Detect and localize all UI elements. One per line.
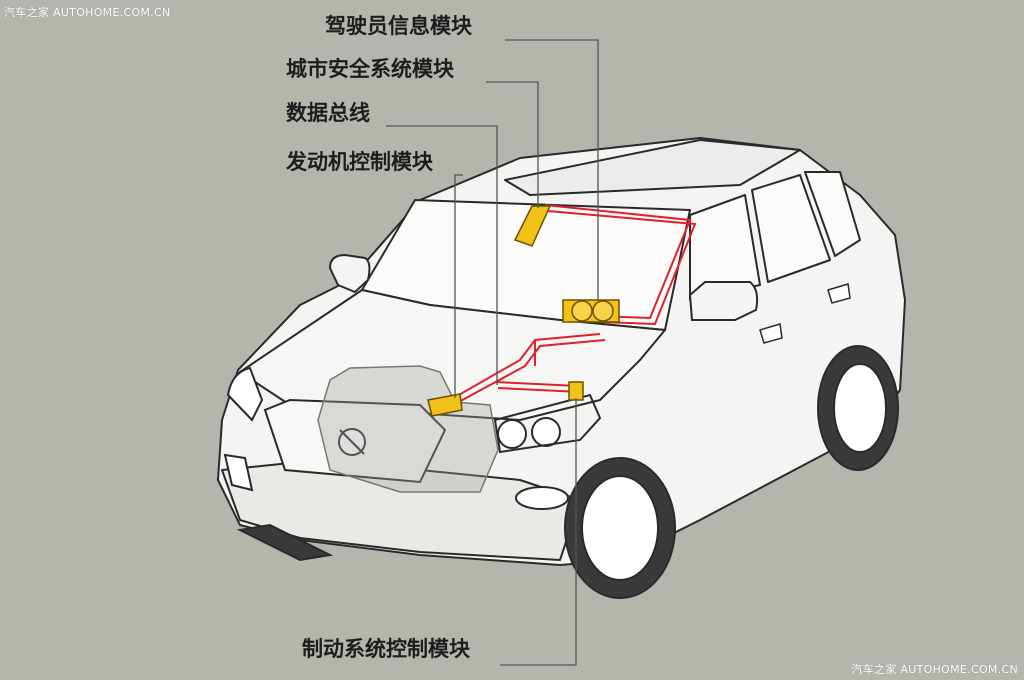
data-bus-wiring xyxy=(449,204,697,405)
engine-block xyxy=(317,365,499,493)
leader-brake-control xyxy=(500,398,577,666)
modules xyxy=(427,205,620,417)
watermark-top-en: AUTOHOME.COM.CN xyxy=(53,6,171,19)
engine-control-module-box xyxy=(427,393,463,417)
watermark-top-cn: 汽车之家 xyxy=(4,6,50,19)
mirrors xyxy=(328,253,759,321)
watermark-bottom-en: AUTOHOME.COM.CN xyxy=(900,663,1018,676)
driver-info-module-box xyxy=(562,299,620,323)
label-brake-control-module: 制动系统控制模块 xyxy=(302,637,470,661)
watermark-top: 汽车之家 AUTOHOME.COM.CN xyxy=(4,4,171,20)
label-city-safety-module: 城市安全系统模块 xyxy=(286,57,454,81)
leader-driver-info xyxy=(505,39,599,300)
city-safety-module-box xyxy=(513,205,552,247)
label-data-bus: 数据总线 xyxy=(286,101,370,125)
wheels xyxy=(236,345,899,599)
watermark-bottom-cn: 汽车之家 xyxy=(851,663,897,676)
front-details xyxy=(223,366,602,510)
label-driver-info-module: 驾驶员信息模块 xyxy=(325,14,472,38)
watermark-bottom: 汽车之家 AUTOHOME.COM.CN xyxy=(851,661,1018,677)
leader-city-safety xyxy=(486,81,539,208)
label-engine-control-module: 发动机控制模块 xyxy=(286,150,433,174)
leader-data-bus xyxy=(386,125,498,385)
door-handles xyxy=(759,283,851,344)
brake-control-module-box xyxy=(568,381,584,401)
headlight-right xyxy=(531,417,561,447)
headlight-left xyxy=(497,419,527,449)
leader-engine-control xyxy=(454,174,463,398)
leader-lines xyxy=(386,39,599,666)
